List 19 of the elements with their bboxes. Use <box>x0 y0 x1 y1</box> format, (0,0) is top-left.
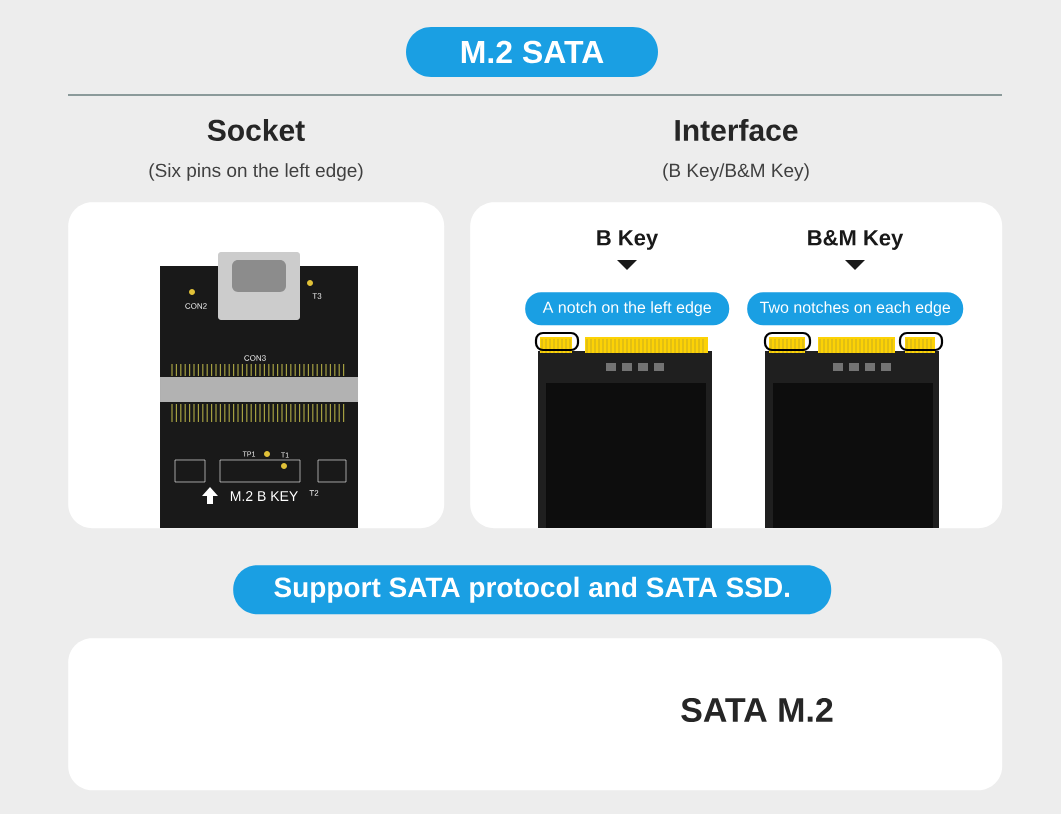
notch-pill: A notch on the left edge <box>525 292 730 326</box>
board-label: CON2 <box>185 303 207 309</box>
product-label: SATA M.2 <box>681 697 833 723</box>
support-pill: Support SATA protocol and SATA SSD. <box>233 565 832 615</box>
board-label: T2 <box>309 490 319 496</box>
adapter-board-drawing <box>160 252 358 528</box>
heading: Socket <box>207 119 305 141</box>
board-label: M.2 B KEY <box>230 491 298 501</box>
board-label: T3 <box>312 293 322 299</box>
subtitle: (B Key/B&M Key) <box>663 163 809 181</box>
title-pill: M.2 SATA <box>406 27 658 77</box>
board-label: CON3 <box>244 355 266 361</box>
ssd-drawing <box>534 331 712 528</box>
key-heading: B&M Key <box>808 230 904 250</box>
heading: Interface <box>675 119 798 141</box>
ssd-drawing <box>763 331 944 528</box>
notch-pill: Two notches on each edge <box>747 292 964 326</box>
subtitle: (Six pins on the left edge) <box>149 163 363 181</box>
key-heading: B Key <box>597 230 659 250</box>
